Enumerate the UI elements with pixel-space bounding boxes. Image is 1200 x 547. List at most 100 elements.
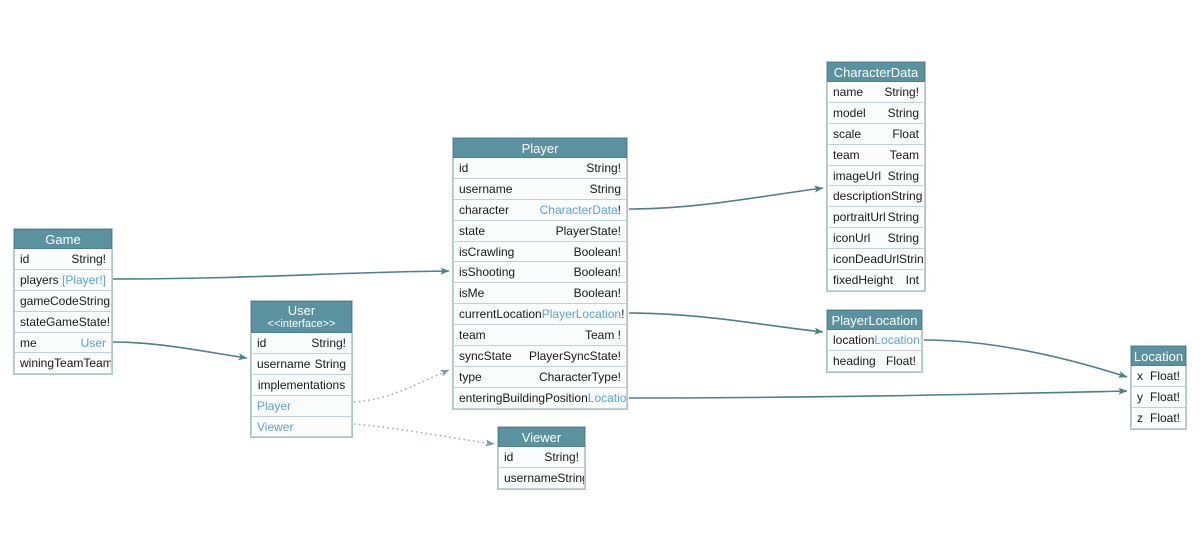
field-type: Boolean!: [573, 265, 621, 280]
field-type: Float!: [1149, 389, 1180, 404]
field-characterdata-iconurl[interactable]: iconUrl String: [827, 228, 925, 250]
field-game-players[interactable]: players [Player!]: [14, 269, 112, 291]
implementation-name: Viewer: [257, 419, 294, 434]
field-name: fixedHeight: [833, 272, 894, 287]
field-type: String!: [78, 293, 112, 308]
field-characterdata-icondeadurl[interactable]: iconDeadUrl String: [827, 249, 925, 271]
field-player-character[interactable]: character CharacterData!: [453, 199, 627, 221]
field-type: Float!: [1149, 410, 1180, 425]
field-game-winingteam[interactable]: winingTeam Team: [14, 353, 112, 375]
entity-characterdata[interactable]: CharacterData name String! model String …: [826, 61, 926, 292]
user-implementation-player[interactable]: Player: [251, 395, 352, 417]
field-player-isme[interactable]: isMe Boolean!: [453, 283, 627, 305]
entity-characterdata-title: CharacterData: [827, 62, 925, 82]
field-name: iconUrl: [833, 231, 871, 246]
field-name: enteringBuildingPosition: [459, 390, 588, 405]
field-name: username: [459, 181, 513, 196]
label-text: implementations: [257, 377, 346, 392]
field-name: y: [1137, 389, 1143, 404]
field-name: model: [833, 105, 866, 120]
field-location-z[interactable]: z Float!: [1131, 407, 1186, 429]
field-type: Team !: [584, 328, 621, 343]
field-type: PlayerSyncState!: [528, 348, 621, 363]
field-player-state[interactable]: state PlayerState!: [453, 220, 627, 242]
field-characterdata-name[interactable]: name String!: [827, 82, 925, 103]
field-type: String: [887, 105, 919, 120]
field-name: iconDeadUrl: [833, 252, 900, 267]
field-player-syncstate[interactable]: syncState PlayerSyncState!: [453, 346, 627, 367]
field-player-currentlocation[interactable]: currentLocation PlayerLocation!: [453, 304, 627, 326]
field-game-id[interactable]: id String!: [14, 249, 112, 270]
field-name: state: [20, 314, 47, 329]
field-characterdata-model[interactable]: model String: [827, 102, 925, 124]
field-type: String: [314, 356, 346, 371]
field-game-me[interactable]: me User: [14, 332, 112, 354]
field-user-username[interactable]: username String: [251, 353, 352, 375]
field-type: Boolean!: [573, 244, 621, 259]
entity-user-stereotype: <<interface>>: [267, 318, 336, 330]
field-type: Float!: [885, 353, 916, 368]
field-player-username[interactable]: username String: [453, 178, 627, 200]
field-name: currentLocation: [459, 307, 542, 322]
edge-user-implements-viewer: [353, 423, 495, 447]
field-type: String: [887, 210, 919, 225]
field-location-y[interactable]: y Float!: [1131, 386, 1186, 408]
field-name: scale: [833, 126, 862, 141]
field-name: username: [504, 470, 558, 485]
entity-location[interactable]: Location x Float! y Float! z Float!: [1130, 345, 1187, 430]
field-type-link[interactable]: [Player!]: [61, 272, 106, 287]
field-type: String!: [884, 84, 919, 99]
field-type-link[interactable]: CharacterData!: [539, 202, 621, 217]
field-name: isCrawling: [459, 244, 515, 259]
field-name: character: [459, 202, 510, 217]
user-implementation-viewer[interactable]: Viewer: [251, 416, 352, 438]
field-characterdata-scale[interactable]: scale Float: [827, 123, 925, 145]
field-viewer-id[interactable]: id String!: [498, 447, 585, 468]
field-name: id: [504, 449, 514, 464]
field-playerlocation-location[interactable]: location Location!: [827, 330, 922, 351]
field-player-team[interactable]: team Team !: [453, 325, 627, 347]
field-name: state: [459, 223, 486, 238]
field-type-link[interactable]: User: [80, 335, 106, 350]
field-type: Float: [892, 126, 919, 141]
field-type-link[interactable]: Location: [587, 390, 627, 405]
field-player-enteringbuildingposition[interactable]: enteringBuildingPosition Location: [453, 387, 627, 409]
field-type: String!: [311, 335, 346, 350]
field-type: String: [891, 189, 923, 204]
field-name: players: [20, 272, 59, 287]
field-player-iscrawling[interactable]: isCrawling Boolean!: [453, 241, 627, 263]
field-viewer-username[interactable]: username String: [498, 467, 585, 489]
field-type: Float!: [1149, 368, 1180, 383]
field-characterdata-team[interactable]: team Team: [827, 144, 925, 166]
entity-game[interactable]: Game id String! players [Player!] gameCo…: [13, 228, 113, 376]
field-characterdata-portraiturl[interactable]: portraitUrl String: [827, 207, 925, 229]
non-null-marker: !: [621, 307, 625, 322]
field-name: name: [833, 84, 864, 99]
field-location-x[interactable]: x Float!: [1131, 366, 1186, 387]
entity-viewer[interactable]: Viewer id String! username String: [497, 426, 586, 490]
field-characterdata-fixedheight[interactable]: fixedHeight Int: [827, 270, 925, 291]
field-type-link[interactable]: Location!: [874, 333, 921, 347]
field-name: imageUrl: [833, 168, 882, 183]
field-type: String: [887, 168, 919, 183]
field-player-isshooting[interactable]: isShooting Boolean!: [453, 262, 627, 284]
entity-user[interactable]: User <<interface>> id String! username S…: [250, 300, 353, 439]
field-player-id[interactable]: id String!: [453, 158, 627, 179]
field-player-type[interactable]: type CharacterType!: [453, 366, 627, 388]
entity-viewer-title: Viewer: [498, 427, 585, 447]
field-type: String: [589, 181, 621, 196]
field-name: isShooting: [459, 265, 516, 280]
field-user-id[interactable]: id String!: [251, 333, 352, 354]
field-type: CharacterType!: [538, 369, 621, 384]
entity-player[interactable]: Player id String! username String charac…: [452, 137, 628, 410]
field-name: id: [20, 251, 30, 266]
field-type-link[interactable]: PlayerLocation!: [541, 307, 625, 322]
field-playerlocation-heading[interactable]: heading Float!: [827, 350, 922, 372]
field-characterdata-description[interactable]: description String: [827, 186, 925, 208]
edge-game-me-to-user: [112, 341, 248, 361]
field-game-state[interactable]: state GameState!: [14, 311, 112, 333]
field-game-gamecode[interactable]: gameCode String!: [14, 290, 112, 312]
entity-playerlocation[interactable]: PlayerLocation location Location! headin…: [826, 309, 923, 373]
field-characterdata-imageurl[interactable]: imageUrl String: [827, 165, 925, 187]
